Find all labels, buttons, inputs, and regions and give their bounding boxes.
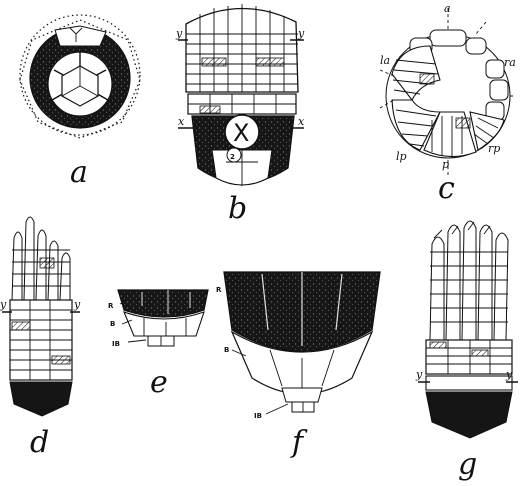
panel-c-hatched-plate-2 [456,118,470,128]
panel-b-hatched-brachial-1 [202,58,226,66]
panel-b-crown-side-view: X 2 y y x x b [175,4,305,226]
panel-b-hatched-brachial-2 [256,58,284,66]
panel-f-label-b: B [224,346,229,354]
panel-c-ray-a: a [444,2,451,15]
panel-a-letter: a [70,155,88,190]
panel-d-y-left: y [0,298,7,311]
panel-c-ray-p: p [442,158,449,171]
panel-e-label-r: R [108,302,114,310]
panel-c-ray-rp: rp [488,142,500,155]
panel-b-x-left: x [178,115,185,128]
panel-f-cup-diagram: R B IB f [216,272,380,460]
panel-b-letter: b [228,191,247,226]
panel-g-cup [426,392,512,438]
panel-c-letter: c [438,171,455,206]
panel-c-ray-lp: lp [396,150,407,163]
panel-g-y-left: y [415,368,423,381]
panel-e-letter: e [150,365,168,400]
panel-c-hatched-plate-1 [420,74,434,84]
panel-f-label-r: R [216,286,222,294]
panel-e-label-ib: IB [112,340,120,348]
panel-e-label-b: B [110,320,115,328]
panel-d-letter: d [30,425,49,460]
panel-d-y-right: y [73,298,81,311]
panel-f-label-ib: IB [254,412,262,420]
panel-e-radial-plates [118,290,208,317]
panel-g-hatched-plate-1 [430,342,446,348]
panel-c-ray-la: la [380,54,390,67]
panel-b-anal-x: X [233,119,249,147]
panel-g-hatched-plate-2 [472,350,488,356]
panel-d-hatched-arm [40,258,54,268]
panel-c-arm-ray-ra [486,60,508,120]
panel-c-ray-ra: ra [504,56,516,69]
panel-e-cup-diagram: R B IB e [108,290,208,400]
panel-b-y-right: y [297,27,305,40]
panel-b-small-plate-label: 2 [230,153,235,161]
panel-b-x-right: x [298,115,305,128]
panel-c-crown-top-view: a ra rp p lp la c [380,2,516,206]
panel-f-letter: f [290,425,308,460]
panel-b-hatched-primibrach [200,106,220,113]
panel-d-crown-side-view: y y d [0,217,81,460]
panel-g-letter: g [458,447,477,482]
panel-g-crown-side-view: y y g [415,221,518,482]
panel-a-calyx-top-view: a [20,15,140,190]
panel-d-hatched-plate-1 [12,322,30,330]
panel-d-cup [10,382,72,416]
panel-g-upper-cup-row [426,376,512,390]
panel-b-y-left: y [175,27,183,40]
panel-d-hatched-plate-2 [52,356,70,364]
panel-f-infrabasal-plates [282,388,322,402]
panel-c-arm-ray-la [392,46,440,100]
panel-g-y-right: y [505,368,513,381]
